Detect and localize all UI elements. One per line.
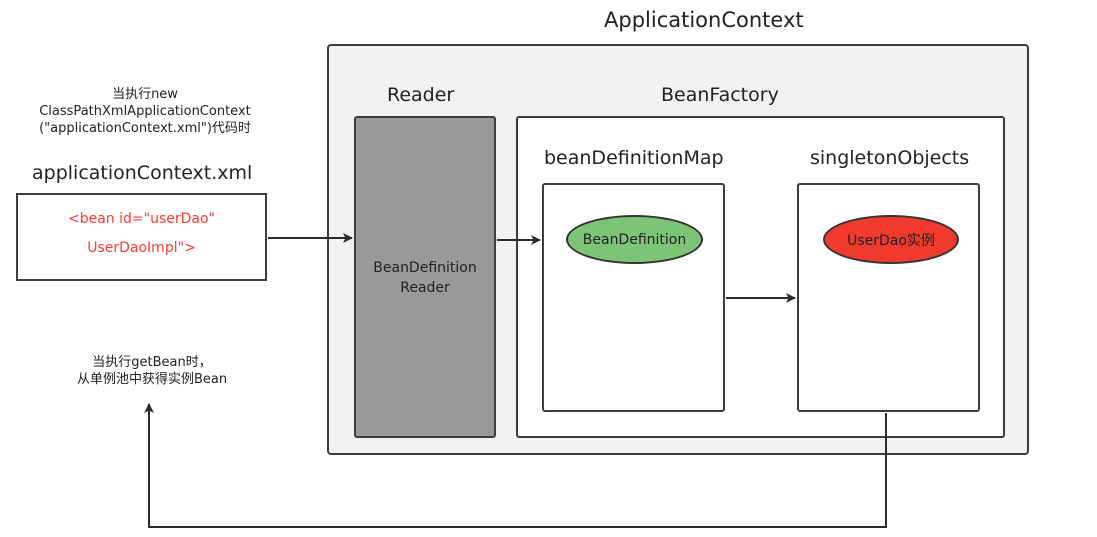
- userdao-instance-node: UserDao实例: [823, 215, 959, 264]
- bean-definition-reader-box: [354, 116, 496, 438]
- singleton-objects-title: singletonObjects: [810, 147, 970, 169]
- bean-factory-title: BeanFactory: [661, 84, 779, 106]
- new-context-note-line3: ("applicationContext.xml")代码时: [39, 121, 251, 136]
- new-context-note-line1: 当执行new: [112, 87, 178, 102]
- xml-file-title: applicationContext.xml: [32, 162, 253, 184]
- singleton-objects-box: [797, 183, 980, 412]
- xml-file-box: <bean id="userDao" UserDaoImpl">: [16, 193, 267, 281]
- new-context-note: 当执行new ClassPathXmlApplicationContext ("…: [20, 86, 270, 137]
- reader-label-line1: BeanDefinition: [373, 260, 477, 276]
- get-bean-note-line1: 当执行getBean时，: [92, 355, 212, 370]
- get-bean-note-line2: 从单例池中获得实例Bean: [76, 372, 228, 387]
- reader-label-line2: Reader: [400, 280, 450, 296]
- application-context-title: ApplicationContext: [604, 8, 804, 32]
- get-bean-note: 当执行getBean时， 从单例池中获得实例Bean: [52, 354, 252, 388]
- xml-content-line1: <bean id="userDao": [68, 211, 215, 227]
- new-context-note-line2: ClassPathXmlApplicationContext: [39, 104, 251, 119]
- reader-title: Reader: [387, 84, 455, 106]
- bean-definition-reader-label: BeanDefinition Reader: [354, 258, 496, 298]
- xml-content-line2: UserDaoImpl">: [87, 240, 196, 256]
- bean-definition-node: BeanDefinition: [566, 215, 703, 264]
- bean-definition-map-box: [542, 183, 725, 412]
- bean-definition-map-title: beanDefinitionMap: [544, 147, 724, 169]
